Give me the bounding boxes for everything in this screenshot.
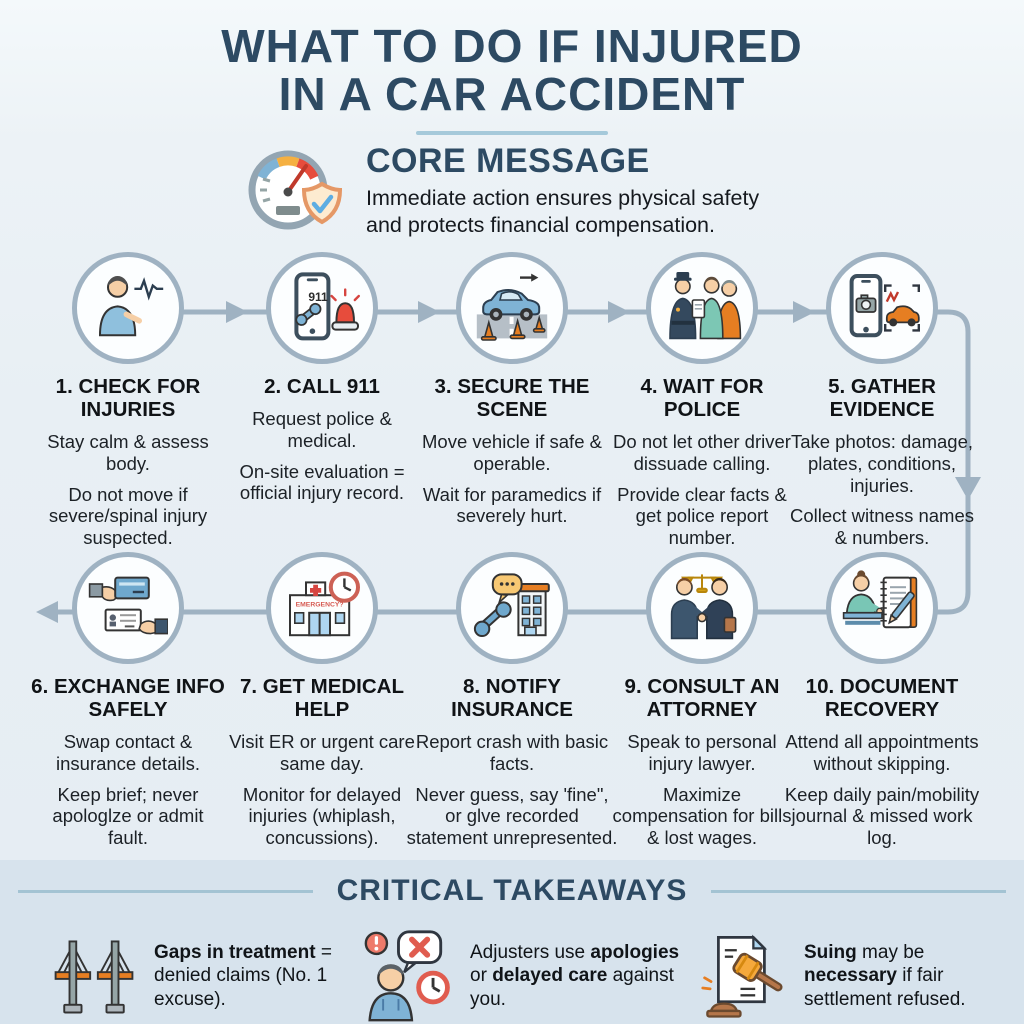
step-6-para-1: Swap contact & insurance details. — [56, 730, 200, 774]
takeaway-2-text: Adjusters use apologies or delayed care … — [470, 942, 680, 1010]
step-8-para-2: Never guess, say 'fine", or glve recorde… — [406, 783, 618, 849]
step-2: 911 2. CALL 911 Request police & medical… — [224, 252, 420, 504]
step-4-para-1: Do not let other driver dissuade calling… — [613, 430, 791, 474]
phone-photo-crash-icon — [849, 274, 920, 338]
gavel-document-icon — [701, 934, 783, 1018]
emergency-building-clock-icon: EMERGENCY? — [289, 571, 360, 637]
step-7-para-2: Monitor for delayed injuries (whiplash, … — [242, 783, 402, 849]
core-message-block: CORE MESSAGE Immediate action ensures ph… — [0, 140, 1024, 240]
step-9-para-1: Speak to personal injury lawyer. — [627, 730, 777, 774]
step-10-para-2: Keep daily pain/mobility journal & misse… — [784, 783, 980, 849]
svg-text:911: 911 — [308, 290, 328, 304]
page-title-line-1: WHAT TO DO IF INJURED — [221, 20, 803, 72]
step-1: 1. CHECK FOR INJURIES Stay calm & assess… — [30, 252, 226, 549]
title-underline — [416, 130, 608, 135]
step-5-circle — [826, 252, 938, 364]
step-8-title: 8. NOTIFY INSURANCE — [451, 675, 573, 721]
arrow-right-icon — [793, 301, 815, 323]
takeaway-3: Suing may be necessary if fair settlemen… — [700, 930, 1004, 1022]
step-6-title: 6. EXCHANGE INFO SAFELY — [31, 675, 225, 721]
step-2-circle: 911 — [266, 252, 378, 364]
core-message-heading: CORE MESSAGE — [366, 142, 650, 181]
takeaway-1: Gaps in treatment = denied claims (No. 1… — [46, 928, 346, 1024]
step-3-title: 3. SECURE THE SCENE — [434, 375, 590, 421]
takeaway-2: Adjusters use apologies or delayed care … — [362, 928, 680, 1024]
bridge-gap-icon — [54, 940, 134, 1014]
step-9-title: 9. CONSULT AN ATTORNEY — [624, 675, 780, 721]
core-message-text: Immediate action ensures physical safety… — [366, 186, 760, 237]
step-9-circle — [646, 552, 758, 664]
flow-path — [46, 309, 971, 615]
step-1-circle — [72, 252, 184, 364]
takeaways-heading-row: CRITICAL TAKEAWAYS — [0, 874, 1024, 908]
step-2-title: 2. CALL 911 — [264, 375, 380, 398]
step-3-para-1: Move vehicle if safe & operable. — [422, 430, 602, 474]
takeaway-3-text: Suing may be necessary if fair settlemen… — [804, 942, 966, 1010]
adjuster-warning-icon — [364, 930, 450, 1022]
step-1-title: 1. CHECK FOR INJURIES — [55, 375, 201, 421]
phone-bubble-office-icon — [473, 573, 550, 638]
step-4-circle — [646, 252, 758, 364]
step-5: 5. GATHER EVIDENCE Take photos: damage, … — [784, 252, 980, 549]
critical-takeaways-section: CRITICAL TAKEAWAYS Gaps in treatment = d… — [0, 860, 1024, 1024]
step-7: EMERGENCY? 7. GET MEDICAL HELP Visit ER … — [224, 552, 420, 849]
step-6-circle — [72, 552, 184, 664]
takeaways-title: CRITICAL TAKEAWAYS — [336, 874, 688, 907]
step-10: 10. DOCUMENT RECOVERY Attend all appoint… — [779, 552, 985, 849]
header: WHAT TO DO IF INJURED IN A CAR ACCIDENT — [0, 22, 1024, 135]
page-title-line-2: IN A CAR ACCIDENT — [278, 68, 746, 121]
takeaway-1-text: Gaps in treatment = denied claims (No. 1… — [154, 942, 332, 1010]
step-9: 9. CONSULT AN ATTORNEY Speak to personal… — [604, 552, 800, 849]
arrow-right-icon — [226, 301, 248, 323]
handshake-scales-icon — [670, 574, 737, 640]
step-8-circle — [456, 552, 568, 664]
step-5-title: 5. GATHER EVIDENCE — [828, 375, 936, 421]
step-4-para-2: Provide clear facts & get police report … — [617, 483, 787, 549]
step-7-circle: EMERGENCY? — [266, 552, 378, 664]
step-3: 3. SECURE THE SCENE Move vehicle if safe… — [414, 252, 610, 527]
heading-rule-left — [17, 889, 313, 893]
person-checking-injury-icon — [98, 276, 164, 337]
step-3-circle — [456, 252, 568, 364]
step-10-circle — [826, 552, 938, 664]
heading-rule-right — [711, 889, 1007, 893]
svg-text:EMERGENCY?: EMERGENCY? — [296, 601, 344, 608]
step-3-para-2: Wait for paramedics if severely hurt. — [422, 483, 602, 527]
step-5-para-1: Take photos: damage, plates, conditions,… — [790, 430, 974, 496]
step-4-title: 4. WAIT FOR POLICE — [640, 375, 764, 421]
step-6-para-2: Keep brief; never apologlze or admit fau… — [52, 783, 204, 849]
gauge-shield-icon — [248, 150, 343, 230]
step-5-para-2: Collect witness names & numbers. — [789, 505, 975, 549]
step-8: 8. NOTIFY INSURANCE Report crash with ba… — [406, 552, 618, 849]
arrow-left-icon — [36, 601, 58, 623]
step-10-para-1: Attend all appointments without skipping… — [785, 730, 979, 774]
step-4: 4. WAIT FOR POLICE Do not let other driv… — [604, 252, 800, 549]
step-9-para-2: Maximize compensation for bills & lost w… — [612, 783, 792, 849]
arrow-down-icon — [955, 477, 981, 500]
exchange-cards-icon — [88, 576, 168, 635]
car-road-cones-icon — [476, 273, 548, 341]
police-interview-icon — [669, 272, 742, 340]
journal-writing-icon — [842, 570, 918, 629]
step-1-para-2: Do not move if severe/spinal injury susp… — [48, 483, 208, 549]
step-1-para-1: Stay calm & assess body. — [47, 430, 209, 474]
step-2-para-1: Request police & medical. — [252, 407, 392, 451]
step-7-title: 7. GET MEDICAL HELP — [239, 675, 404, 721]
step-10-title: 10. DOCUMENT RECOVERY — [805, 675, 959, 721]
step-7-para-1: Visit ER or urgent care same day. — [229, 730, 415, 774]
phone-911-siren-icon: 911 — [294, 272, 360, 341]
arrow-right-icon — [608, 301, 630, 323]
step-6: 6. EXCHANGE INFO SAFELY Swap contact & i… — [30, 552, 226, 849]
step-2-para-2: On-site evaluation = official injury rec… — [239, 460, 405, 504]
step-8-para-1: Report crash with basic facts. — [415, 730, 609, 774]
arrow-right-icon — [418, 301, 440, 323]
